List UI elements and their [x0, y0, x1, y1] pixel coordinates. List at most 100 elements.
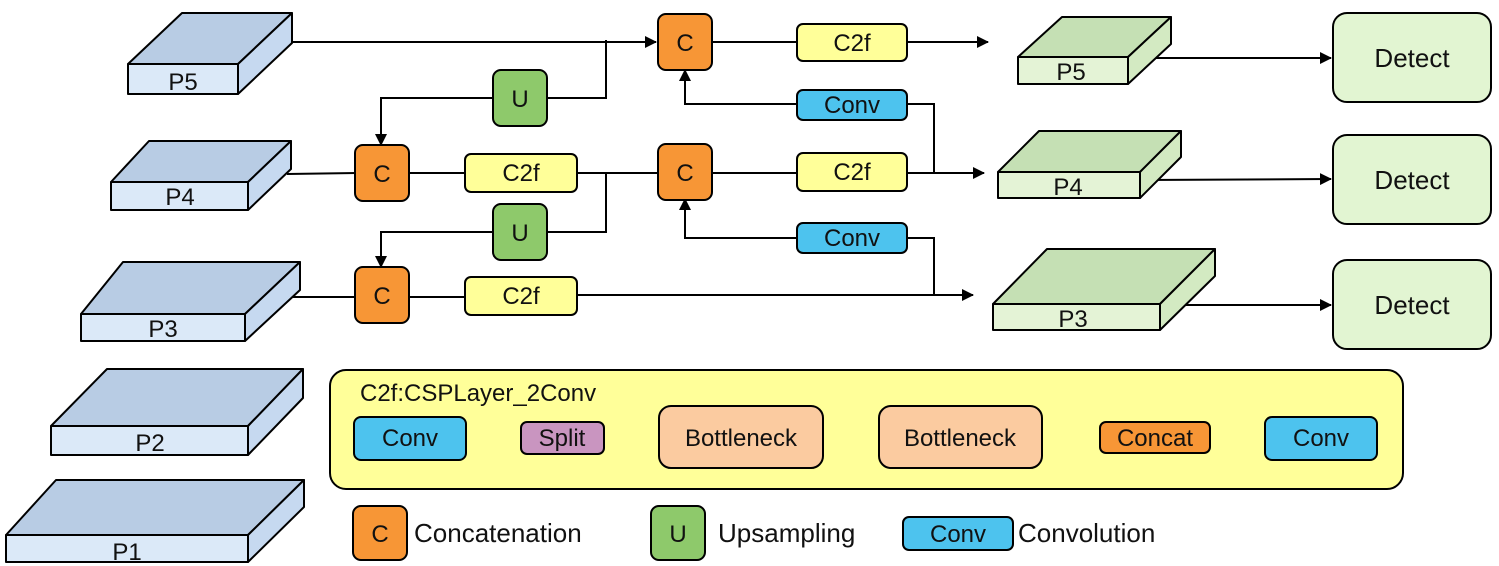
csp-step-bottleneck-2: Bottleneck: [878, 405, 1043, 469]
edge-out-p4-to-detect: [1139, 173, 1332, 186]
csp-step-box: [1099, 421, 1211, 454]
detect-node-label: Detect: [1374, 43, 1450, 73]
slab-side-face: [247, 140, 292, 211]
csp-step-bottleneck-1: Bottleneck: [658, 405, 824, 469]
slab-side-face: [247, 368, 304, 456]
concat-node-box: [657, 143, 713, 201]
legend: C Concatenation U Upsampling Conv Convol…: [352, 505, 1155, 561]
c2f-node-label: C2f: [833, 30, 871, 57]
concat-node-box: [657, 13, 713, 71]
legend-conv-text: Convolution: [1018, 518, 1155, 548]
csp-step-box: [520, 421, 605, 455]
conv-node-box: [796, 222, 908, 254]
detect-node-box: [1332, 134, 1492, 225]
conv-node-label: Conv: [824, 92, 880, 119]
csp-step-label: Conv: [1293, 425, 1349, 452]
backbone-p1-label: P1: [112, 539, 141, 566]
legend-concat-symbol: C: [371, 521, 388, 548]
conv-node-label: Conv: [824, 225, 880, 252]
backbone-p5-label: P5: [168, 69, 197, 96]
upsample-node-box: [492, 69, 548, 127]
csp-step-label: Concat: [1117, 425, 1193, 452]
c2f-node-box: [464, 276, 578, 316]
output-p5: P5: [1017, 16, 1172, 86]
edge-p3-to-lower-conv: [907, 237, 935, 295]
upsample-node-label: U: [511, 86, 528, 113]
edge-p4-to-upper-conv: [907, 103, 935, 173]
output-p3: P3: [992, 248, 1216, 333]
csp-step-split: Split: [520, 421, 605, 455]
backbone-p5: P5: [127, 12, 293, 96]
backbone-p3: P3: [80, 261, 301, 343]
legend-upsample-swatch: [650, 505, 706, 561]
output-p4: P4: [997, 130, 1182, 201]
backbone-p4: P4: [110, 140, 292, 211]
upsample-node-lower: U: [492, 203, 548, 261]
slab-side-face: [237, 12, 293, 95]
csp-step-label: Split: [539, 425, 586, 452]
edge-p4-to-mid-concat: [286, 172, 358, 175]
c2f-node-box: [796, 152, 908, 192]
csp-step-label: Bottleneck: [685, 425, 798, 452]
detect-node-box: [1332, 259, 1492, 350]
conv-node-lower: Conv: [796, 222, 908, 254]
legend-upsample: U Upsampling: [650, 505, 855, 561]
conv-node-upper: Conv: [796, 89, 908, 121]
upsample-node-label: U: [511, 220, 528, 247]
csp-step-label: Conv: [382, 425, 438, 452]
output-p4-label: P4: [1053, 174, 1082, 201]
backbone-p2: P2: [50, 368, 304, 457]
concat-node-label: C: [676, 30, 693, 57]
legend-upsample-symbol: U: [669, 521, 686, 548]
output-p3-label: P3: [1058, 306, 1087, 333]
csp-step-box: [353, 416, 467, 461]
detect-node-box: [1332, 12, 1492, 103]
concat-node-box: [354, 266, 410, 324]
output-p5-label: P5: [1056, 59, 1085, 86]
c2f-node-box: [796, 23, 908, 62]
edge-upper-conv-to-top-concat: [679, 69, 797, 105]
concat-node-label: C: [676, 160, 693, 187]
legend-concat: C Concatenation: [352, 505, 582, 561]
detect-node-label: Detect: [1374, 165, 1450, 195]
c2f-node-label: C2f: [502, 160, 540, 187]
csp-block-background: [329, 369, 1404, 490]
backbone-p3-label: P3: [148, 316, 177, 343]
slab-side-face: [247, 479, 305, 563]
csp-step-label: Bottleneck: [904, 425, 1017, 452]
csp-step-box: [658, 405, 824, 469]
concat-node-top: C: [657, 13, 713, 71]
detect-node-p5: Detect: [1332, 12, 1492, 103]
edge-lower-conv-to-right-mid-concat: [679, 198, 797, 239]
c2f-node-label: C2f: [833, 159, 871, 186]
backbone-p2-label: P2: [135, 430, 164, 457]
conv-node-box: [796, 89, 908, 121]
detect-node-p4: Detect: [1332, 134, 1492, 225]
legend-concat-swatch: [352, 505, 408, 561]
detect-node-label: Detect: [1374, 290, 1450, 320]
edge-p5-branch-to-upsample: [545, 40, 607, 99]
csp-block-title: C2f:CSPLayer_2Conv: [360, 380, 596, 407]
edge-upsample-to-mid-concat: [375, 97, 493, 146]
concat-node-box: [354, 144, 410, 202]
concat-node-mid-left: C: [354, 144, 410, 202]
c2f-node-low: C2f: [464, 276, 578, 316]
concat-node-label: C: [373, 161, 390, 188]
concat-node-mid-right: C: [657, 143, 713, 201]
c2f-node-top: C2f: [796, 23, 908, 62]
csp-step-conv-out: Conv: [1264, 416, 1378, 461]
concat-node-low: C: [354, 266, 410, 324]
c2f-node-box: [464, 153, 578, 193]
slab-side-face: [1139, 130, 1182, 199]
c2f-node-mid-left: C2f: [464, 153, 578, 193]
detect-node-p3: Detect: [1332, 259, 1492, 350]
csp-step-box: [878, 405, 1043, 469]
csp-step-box: [1264, 416, 1378, 461]
backbone-p1: P1: [5, 479, 305, 566]
upsample-node-upper: U: [492, 69, 548, 127]
edge-branch-to-lower-upsample: [545, 173, 607, 233]
c2f-node-mid-right: C2f: [796, 152, 908, 192]
concat-node-label: C: [373, 283, 390, 310]
slab-side-face: [1127, 16, 1172, 85]
